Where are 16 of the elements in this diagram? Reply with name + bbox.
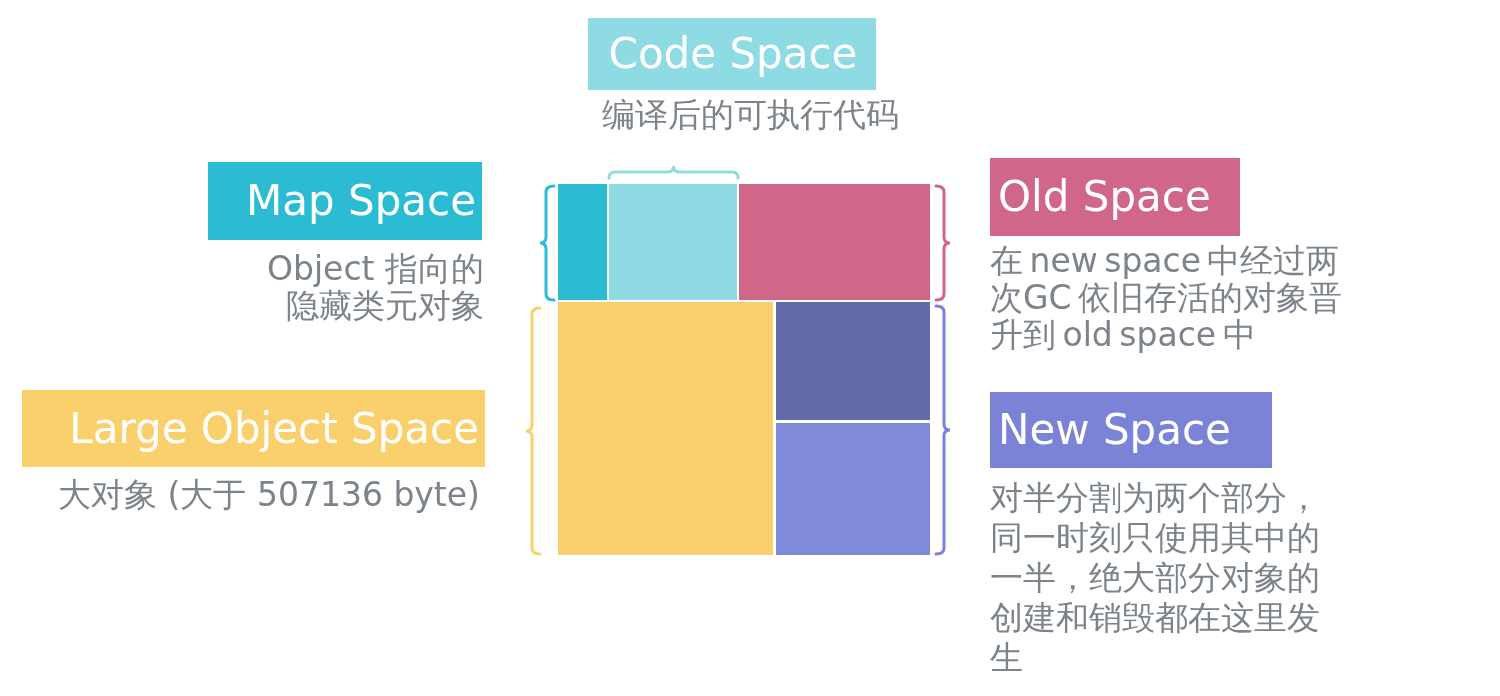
- memory-block: [558, 184, 607, 300]
- memory-block: [776, 302, 930, 420]
- description-text: 大对象 (大于 507136 byte): [57, 476, 480, 513]
- title-label: Old Space: [990, 158, 1240, 236]
- memory-block: [739, 184, 930, 300]
- description-text: 在 new space 中经过两次GC 依旧存活的对象晋升到 old space 中: [990, 242, 1344, 353]
- title-label: Map Space: [208, 162, 482, 240]
- title-label: Code Space: [588, 18, 876, 90]
- memory-block: [776, 423, 930, 555]
- description-text: 编译后的可执行代码: [600, 96, 900, 133]
- title-label: New Space: [990, 392, 1272, 468]
- description-text: 对半分割为两个部分，同一时刻只使用其中的一半，绝大部分对象的创建和销毁都在这里发生: [990, 478, 1321, 678]
- memory-block: [609, 184, 737, 300]
- title-label: Large Object Space: [22, 390, 485, 467]
- description-text: Object 指向的隐藏类元对象: [266, 250, 484, 324]
- memory-block: [558, 302, 773, 555]
